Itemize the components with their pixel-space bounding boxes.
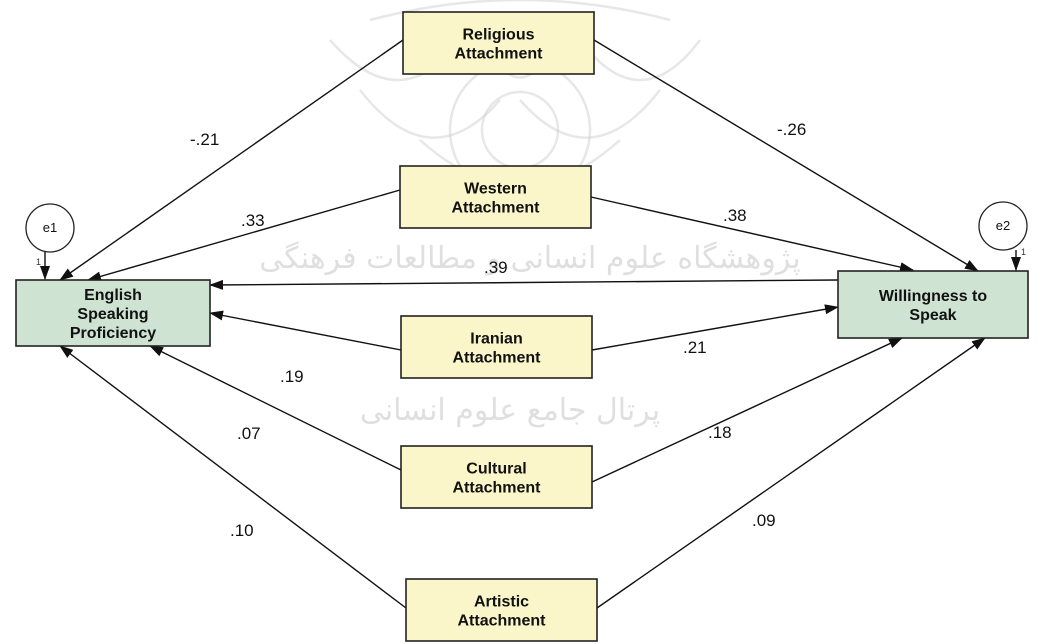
path-coefficient-iranian-to-esp: .19 — [280, 367, 304, 386]
variable-box-wts-rect — [837, 270, 1029, 339]
error-e2-weight: 1 — [1021, 247, 1026, 257]
variable-box-cultural-rect — [400, 445, 593, 509]
variable-box-esp-label-line: Speaking — [77, 306, 148, 323]
path-coefficient-artistic-to-esp: .10 — [230, 521, 254, 540]
path-arrow-artistic-to-wts — [596, 337, 986, 609]
path-coefficient-iranian-to-wts: .21 — [683, 338, 707, 357]
variable-box-iranian-label-line: Iranian — [470, 331, 522, 348]
path-arrow-western-to-wts — [590, 196, 914, 273]
path-arrow-iranian-to-esp — [209, 310, 402, 351]
variable-box-esp-rect — [15, 279, 211, 347]
variable-box-western-rect — [399, 165, 592, 229]
variable-box-western-label-line: Western — [464, 181, 527, 198]
path-coefficient-western-to-esp: .33 — [241, 211, 265, 230]
path-coefficient-western-to-wts: .38 — [723, 206, 747, 225]
variable-box-cultural-label-line: Cultural — [466, 461, 526, 478]
variable-box-wts-label-line: Speak — [909, 307, 956, 324]
path-coefficient-religious-to-wts: -.26 — [777, 120, 806, 139]
variable-box-artistic-label-line: Attachment — [457, 613, 546, 630]
variable-box-esp-label-line: Proficiency — [70, 325, 156, 342]
error-term-e1: e1 1 — [25, 203, 75, 280]
error-e1-circle — [25, 203, 75, 253]
path-coefficient-cultural-to-wts: .18 — [708, 423, 732, 442]
variable-box-iranian-rect — [400, 315, 593, 379]
variable-box-religious-label-line: Religious — [462, 27, 534, 44]
path-arrow-cultural-to-esp — [149, 345, 402, 471]
path-coefficients: -.21 -.26 .33 .38 .39 .19 .21 .07 .18 .10 .09 — [190, 120, 806, 540]
path-arrow-wts-to-esp — [209, 279, 839, 290]
path-coefficient-religious-to-esp: -.21 — [190, 130, 219, 149]
variable-box-religious-rect — [402, 11, 595, 75]
variable-boxes: ReligiousAttachmentWesternAttachmentIran… — [15, 11, 1029, 642]
path-arrow-western-to-esp — [87, 189, 401, 282]
variable-box-western-label-line: Attachment — [451, 200, 540, 217]
path-arrow-artistic-to-esp — [59, 345, 407, 609]
path-coefficient-artistic-to-wts: .09 — [752, 511, 776, 530]
watermark-text-2: پرتال جامع علوم انسانی — [360, 393, 660, 428]
variable-box-wts: Willingness to Speak — [837, 270, 1029, 339]
variable-box-artistic-rect — [405, 578, 598, 642]
path-coefficient-cultural-to-esp: .07 — [237, 424, 261, 443]
error-e1-weight: 1 — [36, 257, 41, 267]
path-arrow-religious-to-esp — [59, 39, 404, 281]
error-e1-label: e1 — [43, 220, 57, 235]
path-arrow-iranian-to-wts — [591, 304, 839, 351]
error-e2-label: e2 — [996, 218, 1010, 233]
watermark-text-1: پژوهشگاه علوم انسانی و مطالعات فرهنگی — [259, 241, 801, 276]
variable-box-cultural-label-line: Attachment — [452, 480, 541, 497]
variable-box-artistic-label-line: Artistic — [474, 594, 529, 611]
variable-box-religious-label-line: Attachment — [454, 46, 543, 63]
error-term-e2: e2 1 — [978, 201, 1028, 271]
variable-box-iranian-label-line: Attachment — [452, 350, 541, 367]
error-e2-circle — [978, 201, 1028, 251]
variable-box-wts-label-line: Willingness to — [879, 288, 988, 305]
path-arrow-religious-to-wts — [593, 39, 979, 272]
watermark-emblem: پژوهشگاه علوم انسانی و مطالعات فرهنگی پر… — [259, 0, 801, 428]
path-coefficient-wts-to-esp: .39 — [484, 258, 508, 277]
path-arrows — [59, 39, 986, 609]
variable-box-esp-label-line: English — [84, 287, 142, 304]
path-arrow-cultural-to-wts — [591, 337, 903, 483]
